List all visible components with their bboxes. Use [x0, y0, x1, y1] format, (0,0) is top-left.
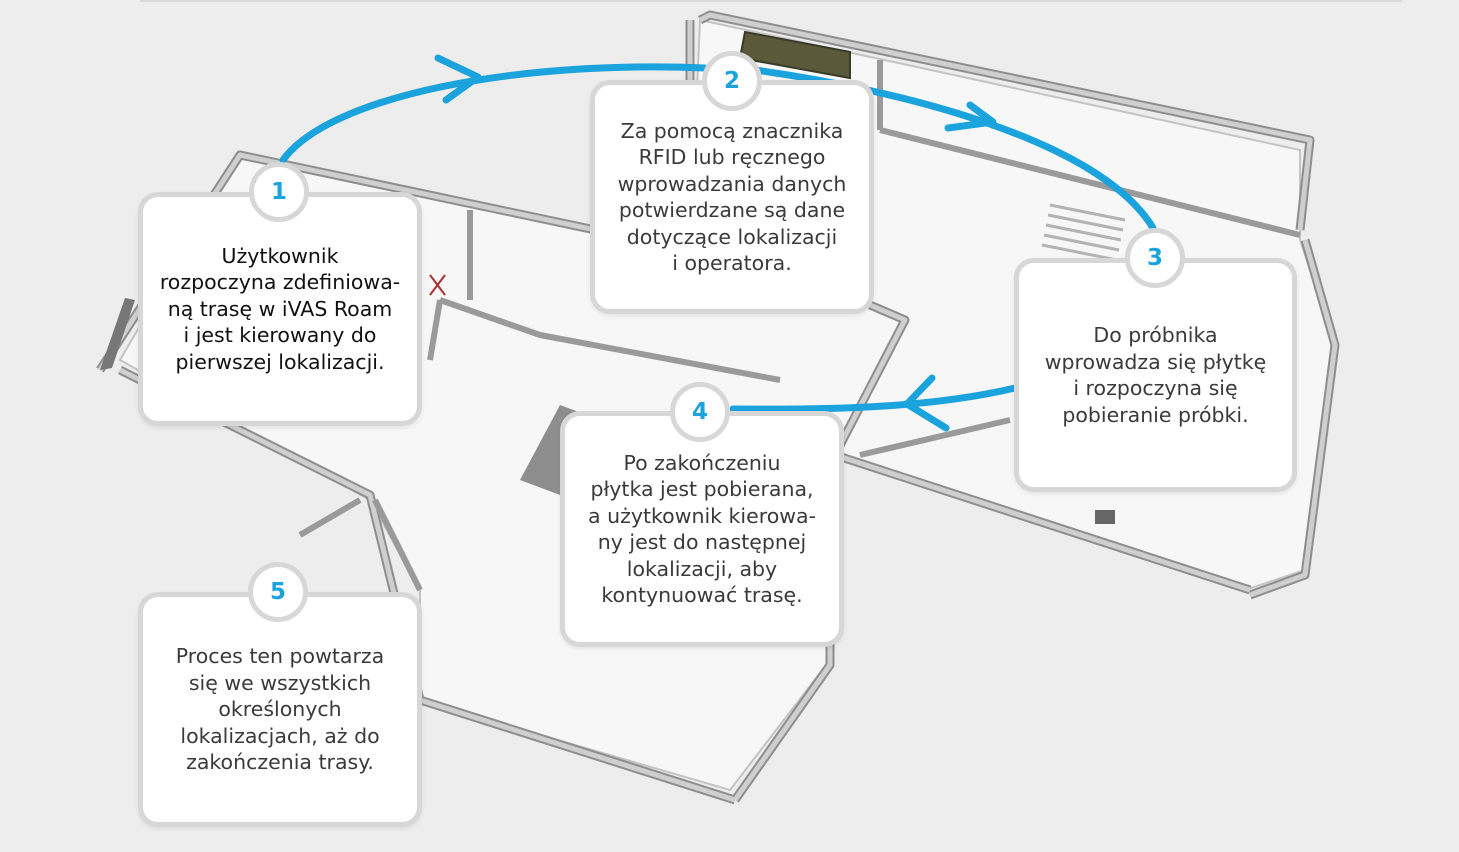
step-2-card: Za pomocą znacznika RFID lub ręcznego wp… [590, 80, 874, 314]
step-5-text: Proces ten powtarza się we wszystkich ok… [175, 644, 385, 775]
arrow-path-3-to-4 [729, 384, 1019, 413]
arrowhead-1 [434, 54, 482, 104]
step-3-card: Do próbnika wprowadza się płytkę i rozpo… [1014, 258, 1297, 492]
arrowhead-2 [944, 101, 997, 132]
step-5-badge: 5 [248, 562, 308, 622]
top-divider [140, 0, 1402, 2]
arrow-path-1-to-2 [279, 63, 709, 164]
step-1-badge: 1 [249, 162, 309, 222]
arrowhead-3 [903, 374, 950, 432]
step-4-card: Po zakończeniu płytka jest pobierana, a … [560, 411, 844, 647]
step-5-card: Proces ten powtarza się we wszystkich ok… [138, 592, 422, 827]
step-2-text: Za pomocą znacznika RFID lub ręcznego wp… [617, 118, 847, 276]
step-1-card: Użytkownik rozpoczyna zdefiniowa- ną tra… [138, 192, 422, 426]
step-1-text: Użytkownik rozpoczyna zdefiniowa- ną tra… [159, 243, 401, 374]
step-4-text: Po zakończeniu płytka jest pobierana, a … [588, 450, 816, 608]
step-2-badge: 2 [702, 51, 762, 111]
step-3-text: Do próbnika wprowadza się płytkę i rozpo… [1044, 323, 1267, 427]
step-3-badge: 3 [1125, 228, 1185, 288]
step-4-badge: 4 [670, 382, 730, 442]
